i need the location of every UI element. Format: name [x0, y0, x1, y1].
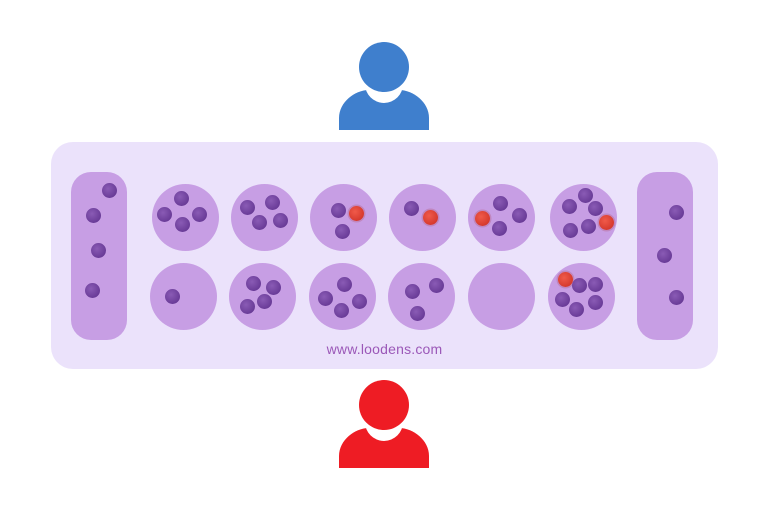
stone	[554, 291, 570, 307]
stone	[334, 223, 350, 239]
stone	[409, 305, 425, 321]
user-icon-head	[359, 380, 409, 430]
left-store[interactable]	[71, 172, 127, 340]
user-icon	[339, 42, 429, 130]
stone	[404, 283, 420, 299]
stone	[403, 200, 419, 216]
stone	[656, 247, 672, 263]
stone	[577, 187, 593, 203]
stone	[668, 289, 684, 305]
user-icon-head	[359, 42, 409, 92]
red-stone	[557, 271, 573, 287]
stone	[84, 282, 100, 298]
stone	[668, 204, 684, 220]
bottom-player-icon	[339, 378, 429, 470]
stone	[511, 207, 527, 223]
stone	[492, 195, 508, 211]
pit-top-2[interactable]	[231, 184, 298, 251]
stone	[562, 222, 578, 238]
pit-bottom-2[interactable]	[229, 263, 296, 330]
stone	[587, 200, 603, 216]
stone	[239, 199, 255, 215]
stone	[156, 206, 172, 222]
top-player-icon	[339, 40, 429, 132]
watermark-text: www.loodens.com	[326, 341, 443, 357]
user-icon-body	[339, 428, 429, 468]
red-stone	[422, 209, 438, 225]
stone	[251, 214, 267, 230]
right-store[interactable]	[637, 172, 693, 340]
pit-top-4[interactable]	[389, 184, 456, 251]
stone	[587, 276, 603, 292]
stone	[85, 207, 101, 223]
red-stone	[598, 214, 614, 230]
red-stone	[348, 205, 364, 221]
red-stone	[474, 210, 490, 226]
stone	[351, 293, 367, 309]
mancala-board: www.loodens.com	[51, 142, 718, 369]
stone	[191, 206, 207, 222]
stone	[587, 294, 603, 310]
user-icon-body	[339, 90, 429, 130]
stone	[580, 218, 596, 234]
stone	[330, 202, 346, 218]
stone	[561, 198, 577, 214]
stone	[336, 276, 352, 292]
pit-top-5[interactable]	[468, 184, 535, 251]
pit-top-1[interactable]	[152, 184, 219, 251]
stone	[101, 182, 117, 198]
stone	[272, 212, 288, 228]
stone	[428, 277, 444, 293]
pit-top-3[interactable]	[310, 184, 377, 251]
stone	[256, 293, 272, 309]
pit-bottom-1[interactable]	[150, 263, 217, 330]
stone	[239, 298, 255, 314]
pit-bottom-6[interactable]	[548, 263, 615, 330]
pit-bottom-3[interactable]	[309, 263, 376, 330]
stone	[174, 216, 190, 232]
user-icon	[339, 380, 429, 468]
stone	[265, 279, 281, 295]
stone	[568, 301, 584, 317]
stone	[317, 290, 333, 306]
pit-bottom-5[interactable]	[468, 263, 535, 330]
stone	[164, 288, 180, 304]
stone	[245, 275, 261, 291]
stone	[491, 220, 507, 236]
stone	[90, 242, 106, 258]
stone	[333, 302, 349, 318]
pit-bottom-4[interactable]	[388, 263, 455, 330]
pit-top-6[interactable]	[550, 184, 617, 251]
stone	[173, 190, 189, 206]
stone	[571, 277, 587, 293]
stone	[264, 194, 280, 210]
